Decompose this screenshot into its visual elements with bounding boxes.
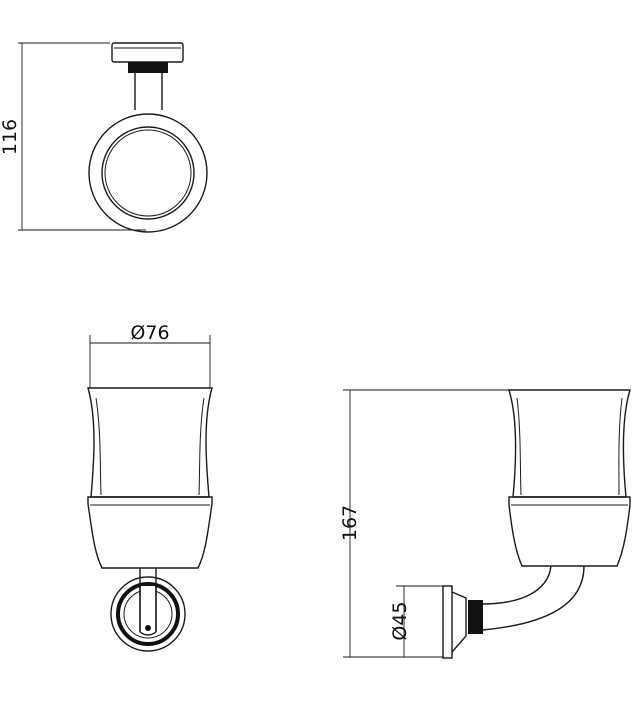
top-wall-plate xyxy=(111,42,184,63)
front-glass xyxy=(87,387,213,498)
dim-label-116: 116 xyxy=(0,119,21,155)
top-dark-band xyxy=(128,62,168,73)
side-glass xyxy=(508,389,631,498)
top-inner-ring xyxy=(101,126,195,220)
side-holder xyxy=(508,496,631,567)
top-stem xyxy=(134,73,163,110)
dim-label-76: Ø76 xyxy=(130,322,169,344)
side-arm xyxy=(481,565,552,605)
front-base-outer xyxy=(110,576,186,652)
top-outer-ring xyxy=(88,113,208,233)
front-base-band xyxy=(116,582,180,646)
dim-label-45: Ø45 xyxy=(389,601,411,640)
front-holder xyxy=(87,496,213,569)
dim-label-167: 167 xyxy=(339,505,361,541)
side-base-plate xyxy=(442,585,453,659)
side-dark-band xyxy=(468,600,483,634)
side-view: 167 Ø45 xyxy=(339,389,631,659)
top-view: 116 xyxy=(0,42,208,233)
front-view: Ø76 xyxy=(87,322,213,652)
front-screw xyxy=(145,625,151,631)
